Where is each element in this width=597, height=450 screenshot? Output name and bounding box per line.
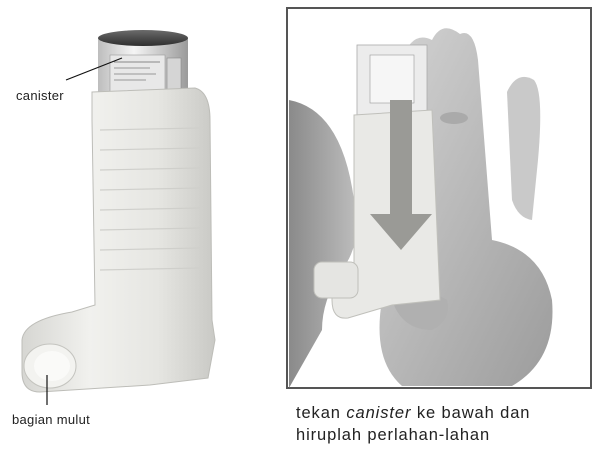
- caption-line-2: hiruplah perlahan-lahan: [296, 426, 490, 444]
- caption-text-start: tekan: [296, 404, 346, 422]
- usage-illustration: [282, 0, 597, 400]
- inhaler-body: [22, 88, 215, 392]
- mouthpiece-label: bagian mulut: [12, 412, 90, 427]
- instruction-caption: tekan canister ke bawah dan hiruplah per…: [296, 402, 591, 446]
- caption-emphasis: canister: [346, 404, 411, 422]
- canister-label: canister: [16, 88, 64, 103]
- inhaler-diagram-panel: canister bagian mulut: [0, 0, 280, 450]
- inhaler-illustration: [0, 0, 280, 450]
- caption-text-end: ke bawah dan: [411, 404, 530, 422]
- usage-photo-panel: tekan canister ke bawah dan hiruplah per…: [282, 0, 597, 450]
